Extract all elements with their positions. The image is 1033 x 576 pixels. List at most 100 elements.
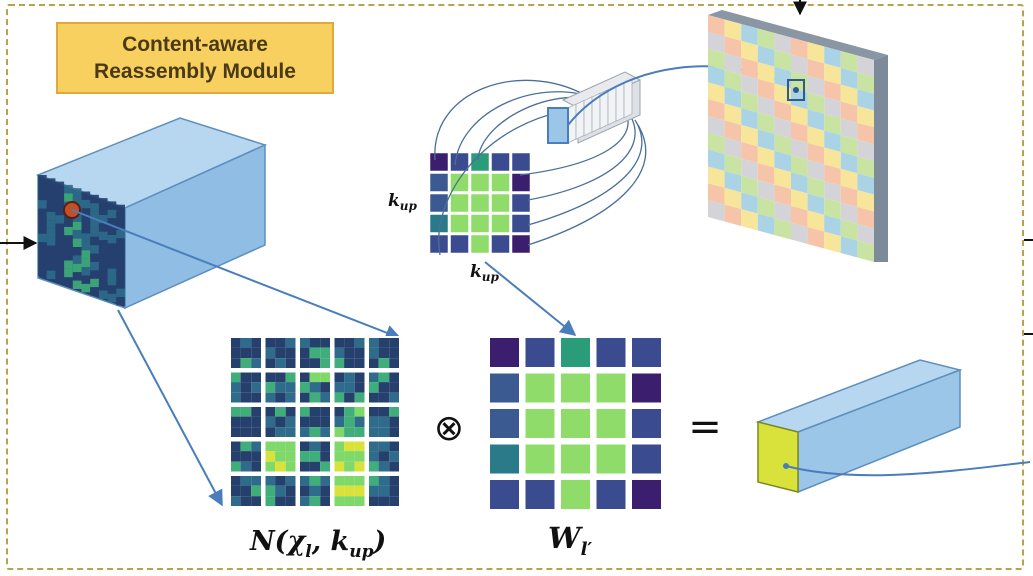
- neighborhood-block: [298, 474, 332, 508]
- checker-cell: [807, 42, 825, 64]
- cube-texture-cell: [38, 267, 47, 276]
- checker-cell: [757, 112, 775, 134]
- neighborhood-block: [298, 439, 332, 474]
- checker-cell: [824, 97, 841, 119]
- cube-texture-cell: [38, 225, 47, 234]
- neighborhood-block: [367, 336, 401, 370]
- cube-texture-cell: [81, 191, 91, 200]
- neighborhood-block: [332, 439, 367, 474]
- kernel-cell: [525, 444, 555, 474]
- cube-texture-cell: [81, 216, 91, 226]
- checker-cell: [824, 46, 841, 68]
- neighborhood-block: [332, 336, 367, 370]
- cube-texture-cell: [107, 235, 117, 244]
- small-kernel-cell: [511, 234, 531, 254]
- cube-texture-cell: [98, 206, 108, 215]
- checker-cell: [791, 155, 808, 177]
- checker-cell: [824, 231, 841, 253]
- checker-cell: [708, 166, 725, 188]
- checker-cell: [840, 202, 858, 224]
- cube-texture-cell: [46, 178, 56, 187]
- cube-texture-cell: [98, 248, 108, 257]
- cube-texture-cell: [90, 262, 99, 271]
- cube-texture-cell: [107, 260, 117, 269]
- cube-texture-cell: [81, 208, 91, 217]
- kernel-cell: [596, 480, 626, 509]
- checker-cell: [857, 223, 874, 246]
- prism-slice: [607, 85, 617, 126]
- neighborhood-block: [367, 439, 401, 474]
- checker-cell: [757, 79, 775, 101]
- cube-texture-cell: [46, 203, 56, 212]
- cube-texture-cell: [116, 204, 125, 214]
- checker-cell: [807, 227, 825, 249]
- cube-texture-cell: [46, 228, 56, 238]
- cube-texture-cell: [98, 282, 108, 291]
- cube-texture-cell: [107, 201, 117, 210]
- neighborhood-grid: [229, 336, 401, 508]
- neighborhood-block: [298, 336, 332, 370]
- kernel-cell: [561, 409, 590, 438]
- cube-texture-cell: [38, 175, 47, 184]
- checker-cell: [791, 222, 808, 244]
- checker-cell: [791, 104, 808, 127]
- cube-texture-cell: [72, 221, 82, 231]
- kernel-cell: [561, 338, 590, 367]
- checker-cell: [840, 67, 858, 90]
- checker-cell: [807, 210, 825, 232]
- cube-texture-cell: [98, 265, 108, 274]
- prism-slice: [623, 78, 633, 119]
- checker-cell: [741, 74, 758, 96]
- cube-texture-cell: [90, 245, 99, 254]
- checker-cell: [824, 130, 841, 152]
- reassembly-kernel-grid: [490, 338, 661, 509]
- neighborhood-block: [229, 370, 263, 405]
- cube-texture-cell: [64, 243, 73, 253]
- checker-cell: [807, 143, 825, 165]
- cube-texture-cell: [98, 214, 108, 224]
- checker-cell: [774, 167, 791, 189]
- checker-cell: [791, 205, 808, 228]
- feature-map-cube: [35, 117, 268, 310]
- checker-top-edge: [708, 10, 888, 60]
- cube-texture-cell: [72, 272, 82, 281]
- cube-texture-cell: [38, 259, 47, 268]
- location-dot: [793, 87, 799, 93]
- checker-cell: [757, 196, 775, 219]
- small-kernel-cell: [491, 214, 510, 233]
- small-kernel-cell: [450, 234, 469, 254]
- kernel-cell: [596, 338, 626, 367]
- checker-cell: [840, 101, 858, 123]
- cube-texture-cell: [81, 267, 91, 276]
- checker-cell: [757, 129, 775, 151]
- checker-cell: [708, 65, 725, 87]
- module-title-box: Content-aware Reassembly Module: [56, 22, 334, 94]
- cube-texture-cell: [116, 238, 125, 247]
- checker-cell: [824, 181, 841, 203]
- kernel-cell: [525, 338, 555, 367]
- cube-texture-cell: [81, 233, 91, 242]
- checker-cell: [857, 89, 874, 111]
- cube-texture-cell: [90, 211, 99, 220]
- checker-cell: [824, 147, 841, 169]
- cube-texture-cell: [38, 208, 47, 217]
- checker-cell: [840, 152, 858, 174]
- checker-cell: [708, 31, 725, 54]
- checker-cell: [840, 51, 858, 73]
- checker-cell: [708, 183, 725, 205]
- cube-texture-cell: [98, 223, 108, 232]
- cube-texture-cell: [98, 256, 108, 266]
- checker-cell: [724, 171, 742, 193]
- neighborhood-block: [367, 474, 401, 508]
- module-frame: [6, 4, 1024, 570]
- checker-cell: [840, 219, 858, 241]
- cube-texture-cell: [116, 271, 125, 281]
- checker-cell: [724, 103, 742, 125]
- cube-texture-cell: [55, 248, 65, 258]
- checker-cell: [807, 109, 825, 131]
- checker-cell: [757, 95, 775, 118]
- cube-texture-cell: [64, 268, 73, 278]
- output-connection-line: [785, 461, 1031, 477]
- cube-texture-cell: [107, 251, 117, 261]
- cube-texture-cell: [72, 255, 82, 264]
